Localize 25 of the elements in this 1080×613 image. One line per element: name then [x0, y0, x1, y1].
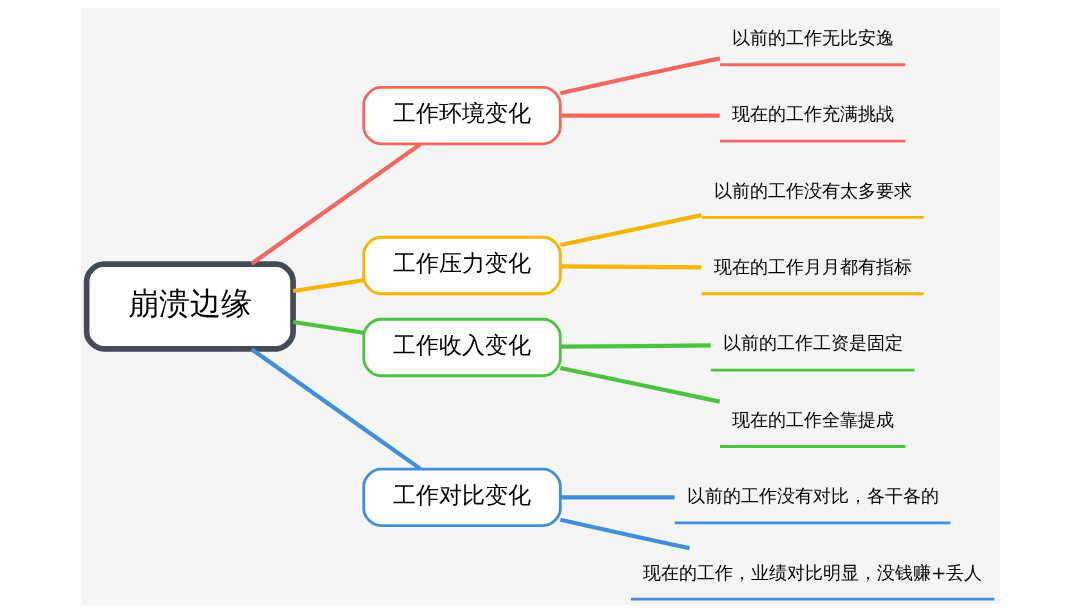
connector: [292, 278, 364, 294]
connector: [559, 343, 711, 349]
node-text: 以前的工作没有太多要求: [713, 179, 912, 201]
node-text: 现在的工作，业绩对比明显，没钱赚+丢人: [642, 561, 982, 583]
node-text: 以前的工作无比安逸: [731, 27, 894, 49]
connector: [559, 365, 720, 404]
connector: [559, 264, 701, 270]
node-box: 工作压力变化: [361, 235, 562, 296]
node-box: 崩溃边缘: [83, 261, 296, 352]
connector: [559, 495, 675, 500]
node-box: 工作对比变化: [361, 467, 562, 528]
node-box: 工作环境变化: [361, 85, 562, 146]
connector: [292, 319, 364, 335]
connector: [559, 56, 720, 96]
node-box: 工作收入变化: [361, 317, 562, 378]
node-text: 以前的工作没有对比，各干各的: [686, 485, 939, 507]
node-text: 现在的工作全靠提成: [731, 408, 894, 430]
connector: [559, 517, 690, 551]
node-text: 现在的工作充满挑战: [731, 103, 894, 125]
node-text: 以前的工作工资是固定: [722, 332, 903, 354]
node-text: 现在的工作月月都有指标: [713, 256, 912, 278]
connector: [559, 113, 720, 118]
connector: [559, 213, 702, 248]
connector: [250, 142, 422, 266]
connector: [250, 347, 422, 471]
